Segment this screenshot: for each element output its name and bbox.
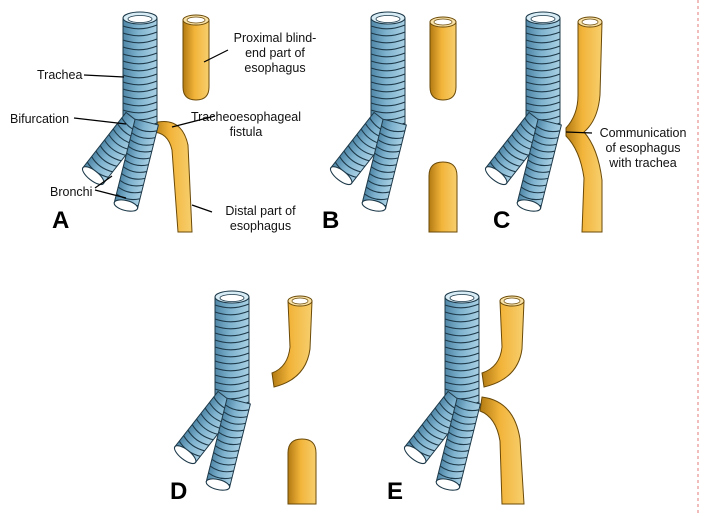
panel-letter-e: E [387, 478, 403, 506]
label-tracheoesophageal-fistula: Tracheoesophageal fistula [186, 110, 306, 140]
panel-letter-c: C [493, 207, 510, 235]
label-bronchi: Bronchi [50, 185, 92, 200]
panel-letter-a: A [52, 207, 69, 235]
fistula-upper-e [482, 301, 524, 387]
fistula-upper-d [272, 301, 312, 387]
fistula-lower-e [480, 397, 524, 504]
label-proximal-esophagus: Proximal blind- end part of esophagus [220, 31, 330, 76]
label-bifurcation: Bifurcation [10, 112, 69, 127]
panel-letter-b: B [322, 207, 339, 235]
leader-line [74, 118, 126, 124]
panel-d [172, 291, 316, 504]
panel-b [328, 12, 457, 232]
leader-line [84, 75, 124, 77]
leader-line [192, 205, 212, 212]
label-communication: Communication of esophagus with trachea [590, 126, 696, 171]
label-trachea: Trachea [37, 68, 82, 83]
label-distal-esophagus: Distal part of esophagus [213, 204, 308, 234]
panel-letter-d: D [170, 478, 187, 506]
panel-c [483, 12, 602, 232]
panel-e [402, 291, 524, 504]
